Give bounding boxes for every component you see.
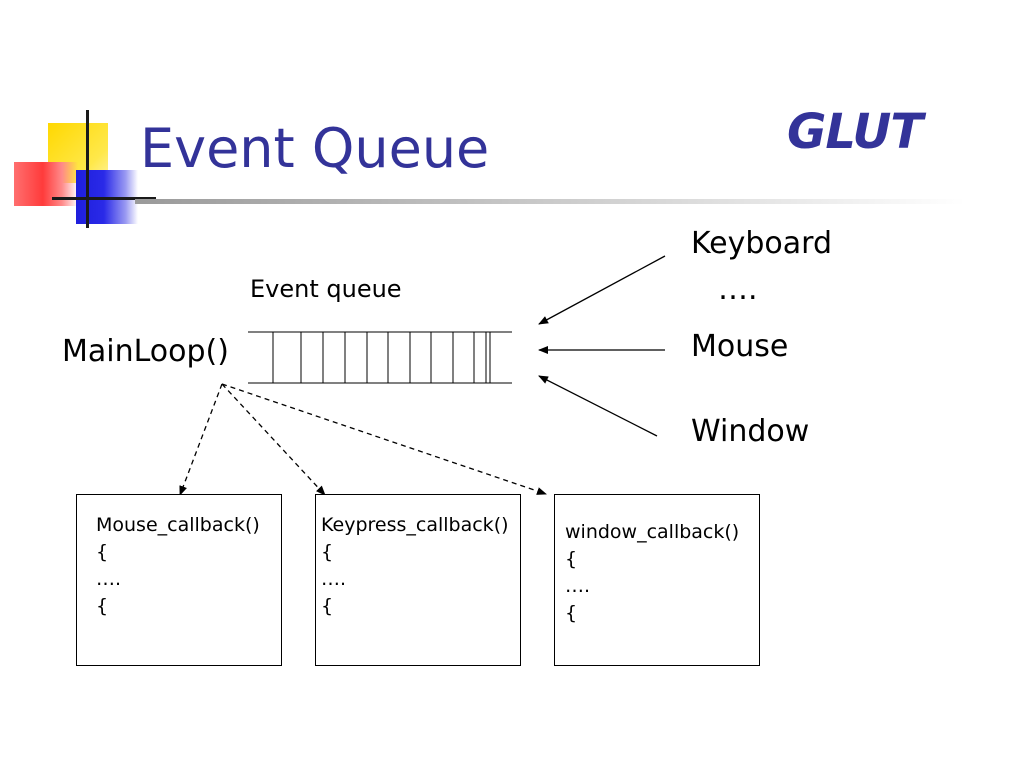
window-source-label: Window — [691, 414, 810, 449]
corner-vertical-line — [86, 110, 89, 228]
corner-horizontal-line — [52, 197, 156, 200]
event-queue-label: Event queue — [250, 275, 402, 303]
keypress-callback-close-brace: { — [321, 595, 334, 617]
keyboard-source-label: Keyboard — [691, 226, 833, 261]
window-callback-close-brace: { — [565, 602, 578, 624]
window-arrow — [538, 375, 658, 437]
keypress-callback-open-brace: { — [321, 541, 334, 563]
glut-logo: GLUT — [787, 104, 923, 160]
window-callback-name: window_callback() — [565, 521, 740, 543]
slide-title: Event Queue — [140, 117, 490, 180]
mouse-callback-body: …. — [96, 568, 122, 590]
dispatch-arrow-window — [221, 383, 547, 495]
window-callback-open-brace: { — [565, 548, 578, 570]
keypress-callback-body: …. — [321, 568, 347, 590]
event-queue-buffer — [248, 331, 512, 384]
mouse-callback-open-brace: { — [96, 541, 109, 563]
mouse-callback-close-brace: { — [96, 595, 109, 617]
title-underline-rule — [135, 199, 965, 204]
dispatch-arrow-mouse — [179, 383, 223, 496]
mouse-source-label: Mouse — [691, 329, 789, 364]
mouse-callback-name: Mouse_callback() — [96, 514, 260, 536]
dispatch-arrow-keypress — [221, 383, 326, 496]
window-callback-body: …. — [565, 575, 591, 597]
more-sources-ellipsis: …. — [718, 272, 758, 307]
window-callback-box: window_callback() { …. { — [554, 494, 760, 666]
mouse-callback-box: Mouse_callback() { …. { — [76, 494, 282, 666]
keypress-callback-box: Keypress_callback() { …. { — [315, 494, 521, 666]
keypress-callback-name: Keypress_callback() — [321, 514, 509, 536]
main-loop-label: MainLoop() — [62, 334, 229, 369]
keyboard-arrow — [538, 255, 666, 325]
